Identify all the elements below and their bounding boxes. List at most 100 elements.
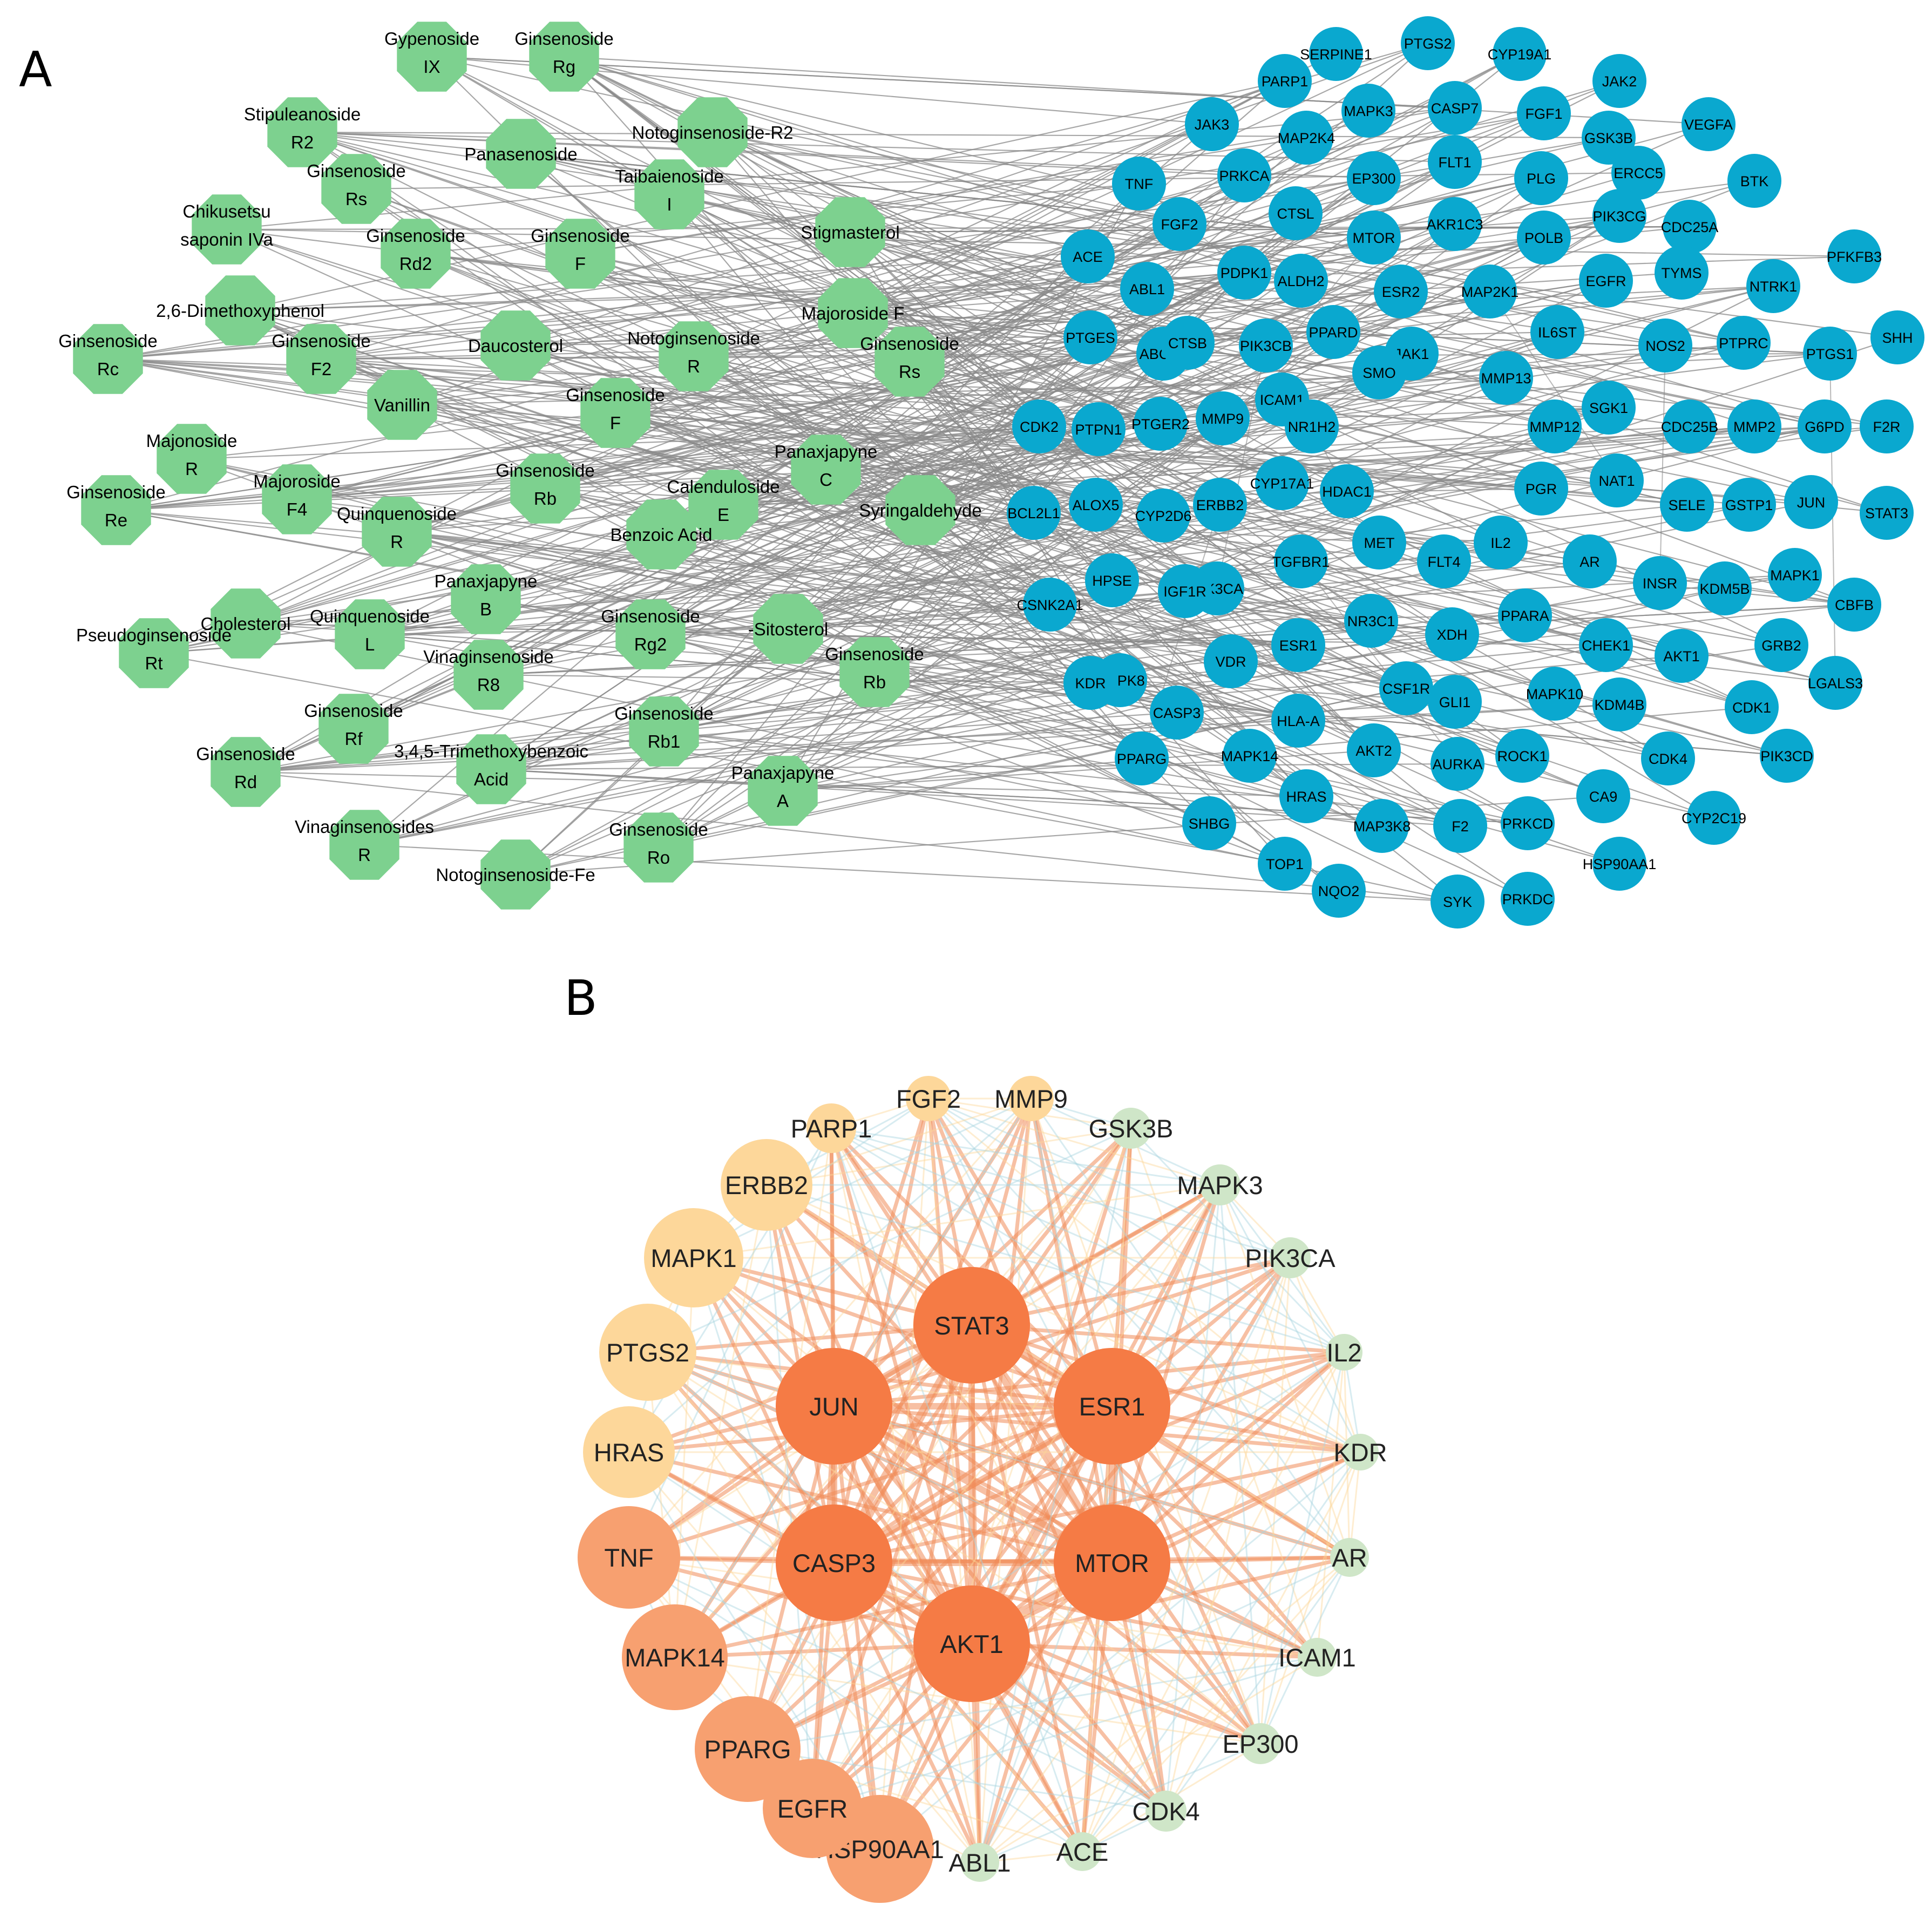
target-label: PTGS2: [1404, 36, 1452, 52]
interaction-edge: [1316, 1352, 1345, 1658]
compound-label: Rg: [553, 57, 575, 77]
target-node: ERBB2: [1193, 478, 1247, 532]
target-circle: [1655, 629, 1709, 683]
target-circle: [1428, 675, 1482, 729]
interaction-edge: [832, 1127, 1133, 1408]
ppi-node-circle: [644, 1208, 743, 1307]
target-label: IL2: [1490, 535, 1511, 551]
compound-node: 2,6-Dimethoxyphenol: [156, 275, 324, 345]
target-label: HRAS: [1286, 789, 1326, 805]
compound-octagon: [480, 310, 551, 381]
interaction-edge: [746, 1405, 1114, 1751]
compound-label: Stigmasterol: [801, 222, 899, 242]
ppi-ring-node: ICAM1: [1278, 1638, 1356, 1677]
compound-label: Rb: [863, 672, 886, 692]
interaction-edge: [765, 1183, 1114, 1564]
interaction-edge: [1110, 1128, 1133, 1563]
ppi-node-circle: [1298, 1638, 1337, 1677]
compound-label: A: [777, 791, 789, 811]
target-label: CTSL: [1277, 206, 1314, 222]
target-node: SGK1: [1582, 381, 1636, 435]
interaction-edge: [928, 1097, 1345, 1353]
compound-label: Rd2: [399, 254, 432, 274]
target-circle: [1514, 462, 1568, 516]
target-node: AKR1C3: [1426, 197, 1483, 251]
target-circle: [1072, 402, 1126, 456]
interaction-edge: [970, 1325, 1084, 1852]
compound-label: 3,4,5-Trimethoxybenzoic: [394, 741, 588, 761]
target-circle: [1425, 607, 1479, 661]
ppi-node-label: MMP9: [994, 1085, 1068, 1113]
interaction-edge: [747, 1128, 1132, 1750]
target-label: POLB: [1524, 230, 1563, 246]
target-label: BTK: [1740, 173, 1769, 189]
ppi-node-label: PARP1: [791, 1114, 872, 1143]
target-label: NOS2: [1645, 338, 1685, 354]
compound-octagon: [119, 618, 189, 688]
target-circle: [1401, 16, 1455, 70]
compound-node: Stigmasterol: [801, 197, 900, 267]
compound-target-edge: [364, 620, 1372, 846]
target-node: EP300: [1347, 151, 1401, 205]
compound-target-edge: [364, 372, 1380, 845]
target-circle: [1379, 661, 1433, 715]
target-node: EGFR: [1579, 254, 1633, 308]
target-node: GLI1: [1428, 675, 1482, 729]
compound-target-edge: [909, 361, 1374, 751]
target-circle: [1279, 769, 1333, 823]
target-label: PIK3CD: [1760, 748, 1813, 764]
compound-label: Notoginsenoside-R2: [632, 123, 793, 143]
compound-target-edge: [874, 671, 1461, 827]
target-node: NQO2: [1312, 864, 1366, 918]
interaction-edge: [674, 1128, 1132, 1658]
compound-octagon: [753, 594, 823, 664]
target-label: CHEK1: [1582, 638, 1630, 654]
target-circle: [1638, 318, 1692, 372]
target-node: ALOX5: [1069, 478, 1123, 532]
target-label: G6PD: [1805, 419, 1845, 435]
interaction-edge: [1259, 1257, 1291, 1744]
compound-target-edge: [402, 42, 1428, 406]
compound-label: Notoginsenoside: [627, 328, 760, 348]
target-node: HPSE: [1085, 553, 1139, 607]
target-circle: [1347, 211, 1401, 265]
interaction-edge: [979, 1098, 1032, 1863]
target-node: PRKCD: [1501, 796, 1555, 850]
ppi-node-circle: [806, 1103, 856, 1153]
hub-node-label: AKT1: [940, 1630, 1004, 1658]
compound-label: Ginsenoside: [531, 226, 629, 246]
interaction-edge: [1081, 1257, 1291, 1852]
target-label: MMP12: [1529, 419, 1580, 435]
target-node: HRAS: [1279, 769, 1333, 823]
compound-target-edge: [852, 137, 1609, 314]
compound-label: Majonoside: [146, 431, 238, 451]
target-label: MAPK14: [1221, 748, 1279, 764]
compound-octagon: [580, 378, 650, 448]
target-node: XDH: [1425, 607, 1479, 661]
interaction-edge: [1165, 1452, 1361, 1812]
target-node: ESR2: [1374, 265, 1428, 318]
interaction-edge: [926, 1097, 1114, 1407]
ppi-ring-node: GSK3B: [1089, 1108, 1173, 1149]
target-label: TNF: [1125, 176, 1153, 192]
target-circle: [1217, 148, 1271, 202]
ppi-ring-node: PARP1: [791, 1103, 872, 1153]
target-node: CBFB: [1827, 578, 1881, 632]
target-circle: [1528, 667, 1582, 721]
compound-target-edge: [191, 285, 1774, 460]
target-node: VEGFA: [1682, 97, 1736, 151]
compound-label: Rs: [345, 189, 367, 209]
compound-node: Majoroside F: [802, 278, 904, 348]
compound-octagon: [286, 324, 356, 394]
target-circle: [1007, 486, 1061, 540]
target-label: FGF2: [1161, 216, 1198, 233]
ppi-ring-node: CDK4: [1132, 1791, 1200, 1832]
target-label: SGK1: [1589, 400, 1628, 416]
target-label: JAK3: [1195, 117, 1230, 133]
target-node: CHEK1: [1579, 618, 1633, 672]
compound-label: Ginsenoside: [601, 606, 700, 626]
